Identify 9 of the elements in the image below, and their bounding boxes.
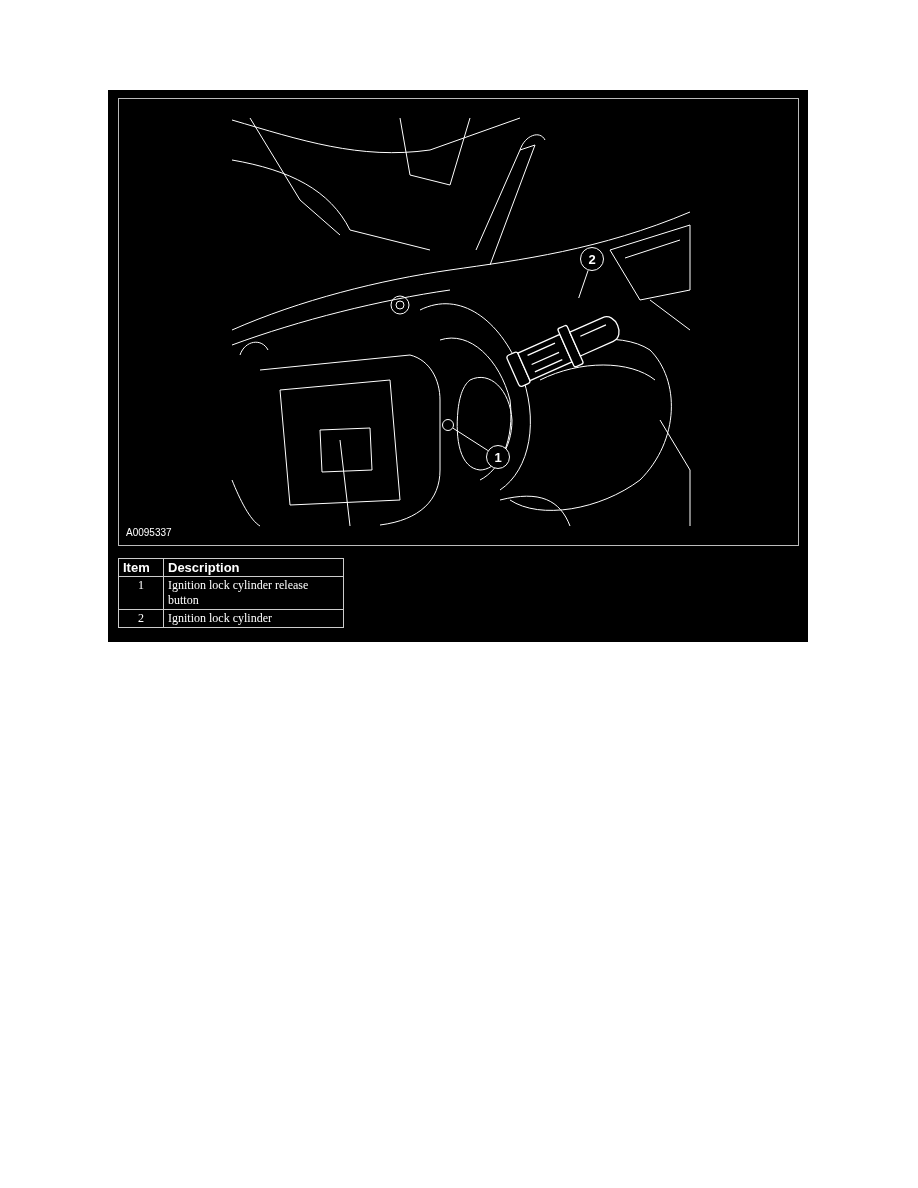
item-description: Ignition lock cylinder release button: [163, 576, 344, 610]
table-header: Description: [163, 558, 344, 577]
item-number: 2: [118, 609, 164, 628]
leader-line: [578, 269, 589, 299]
figure-id: A0095337: [126, 527, 172, 538]
table-header: Item: [118, 558, 164, 577]
item-number: 1: [118, 576, 164, 610]
item-description: Ignition lock cylinder: [163, 609, 344, 628]
leader-line: [452, 427, 489, 452]
